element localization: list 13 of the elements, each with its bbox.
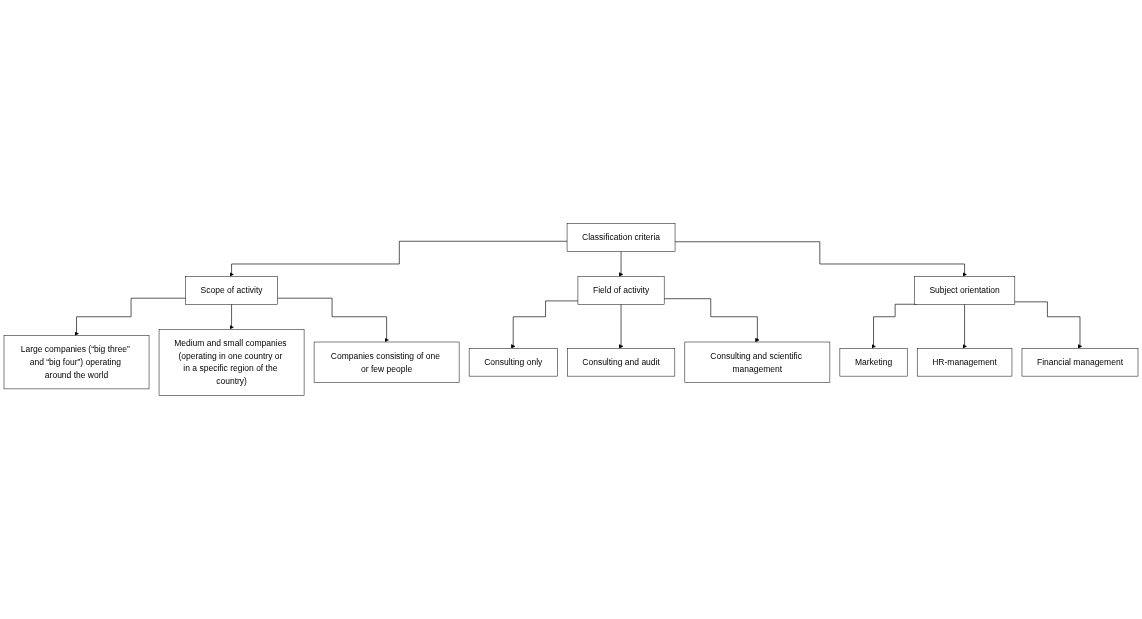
node-box: Consulting only xyxy=(468,348,558,377)
node-box: Scope of activity xyxy=(185,276,278,305)
node-box: Companies consisting of one or few people xyxy=(313,341,460,383)
node-box: Subject orientation xyxy=(914,276,1016,305)
node-box: Consulting and scientific management xyxy=(684,341,831,383)
node-box: Consulting and audit xyxy=(567,348,676,377)
node-box: Financial management xyxy=(1021,348,1139,377)
node-box: Large companies (“big three” and “big four”) operating around the world xyxy=(3,335,150,390)
node-box: Medium and small companies (operating in one country or in a specific region of the country) xyxy=(158,329,305,396)
node-box: Marketing xyxy=(839,348,908,377)
node-box: HR-management xyxy=(916,348,1013,377)
node-box: Classification criteria xyxy=(566,223,676,252)
node-box: Field of activity xyxy=(577,276,665,305)
